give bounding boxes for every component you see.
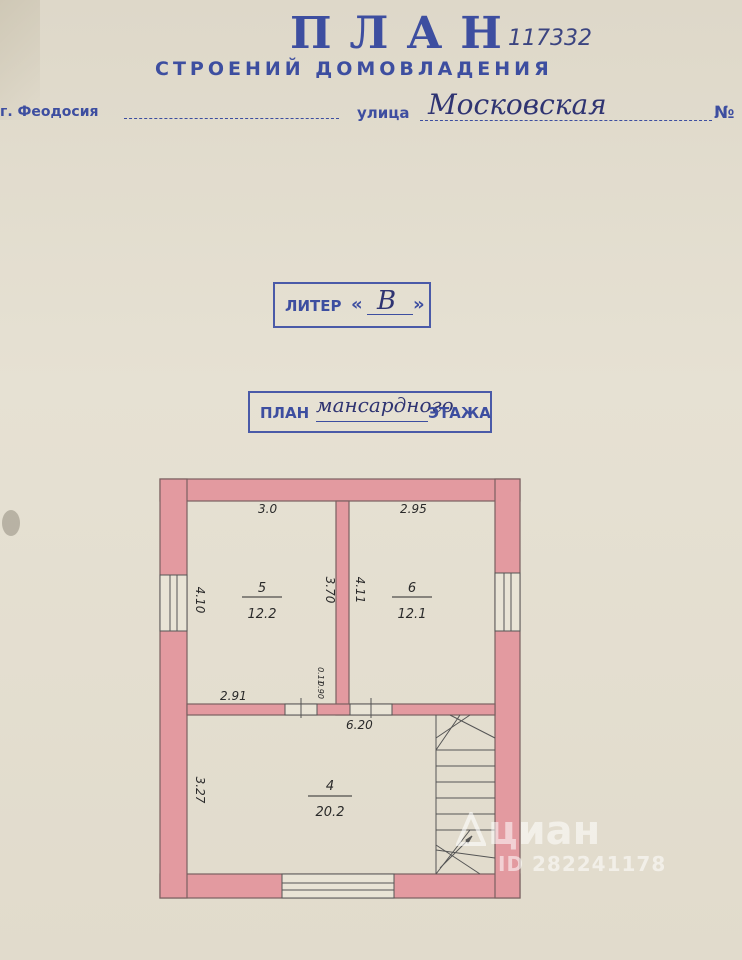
street-underline — [420, 120, 712, 121]
city-underline — [124, 118, 339, 119]
room-labels: 5 12.2 6 12.1 4 20.2 — [242, 581, 432, 820]
paper-fold — [0, 0, 40, 120]
floor-stamp: ПЛАН мансардного ЭТАЖА — [248, 391, 492, 433]
cian-logo-icon — [456, 812, 486, 846]
wall-partition — [335, 500, 350, 716]
wall-middle — [186, 703, 496, 716]
room-5-id: 5 — [258, 581, 266, 596]
room-5-area: 12.2 — [248, 607, 277, 622]
doors — [284, 698, 393, 718]
floor-underline — [316, 421, 428, 422]
floor-value: мансардного — [316, 393, 454, 417]
room-4-area: 20.2 — [316, 805, 345, 820]
liter-value: В — [377, 286, 397, 316]
dim-room4-height: 3.27 — [193, 777, 207, 804]
floor-suffix: ЭТАЖА — [428, 404, 491, 422]
house-number-label: № — [714, 103, 735, 123]
dim-room5-width: 3.0 — [258, 502, 277, 516]
liter-close-quote: » — [413, 294, 425, 315]
watermark-id: ID 282241178 — [498, 852, 667, 876]
document-title: ПЛАН — [290, 8, 520, 59]
punch-hole — [2, 510, 20, 536]
window-right — [494, 572, 521, 632]
room-6-area: 12.1 — [398, 607, 427, 622]
dim-small-b: 0.90 — [316, 681, 325, 699]
dimension-labels: 3.0 2.95 4.10 3.70 4.11 2.91 0.11 0.90 6… — [193, 502, 427, 804]
dim-room6-width: 2.95 — [400, 502, 427, 516]
document-number: 117332 — [508, 26, 592, 51]
dim-small-a: 0.11 — [316, 667, 325, 685]
floor-label: ПЛАН — [260, 404, 310, 422]
walls — [159, 478, 521, 899]
wall-left — [159, 478, 188, 899]
city-label: г. Феодосия — [0, 104, 99, 120]
dim-partition-right: 4.11 — [353, 577, 367, 604]
windows — [159, 572, 521, 899]
dim-bottom-left: 2.91 — [220, 689, 247, 703]
watermark-brand: циан — [488, 808, 601, 854]
wall-top — [159, 478, 521, 502]
room-4-id: 4 — [326, 779, 334, 794]
dim-overall-width: 6.20 — [346, 718, 373, 732]
window-bottom — [281, 873, 395, 899]
liter-stamp: ЛИТЕР « В » — [273, 282, 431, 328]
street-value: Московская — [428, 88, 607, 121]
room-6-id: 6 — [408, 581, 416, 596]
document-subtitle: СТРОЕНИЙ ДОМОВЛАДЕНИЯ — [155, 58, 553, 80]
liter-label: ЛИТЕР — [285, 297, 342, 315]
dim-partition-left: 3.70 — [323, 577, 337, 604]
dim-room5-height: 4.10 — [193, 587, 207, 614]
street-label: улица — [357, 104, 410, 122]
staircase — [435, 714, 496, 875]
liter-underline — [367, 314, 413, 315]
window-left — [159, 574, 188, 632]
wall-right — [494, 478, 521, 899]
liter-open-quote: « — [351, 294, 363, 315]
